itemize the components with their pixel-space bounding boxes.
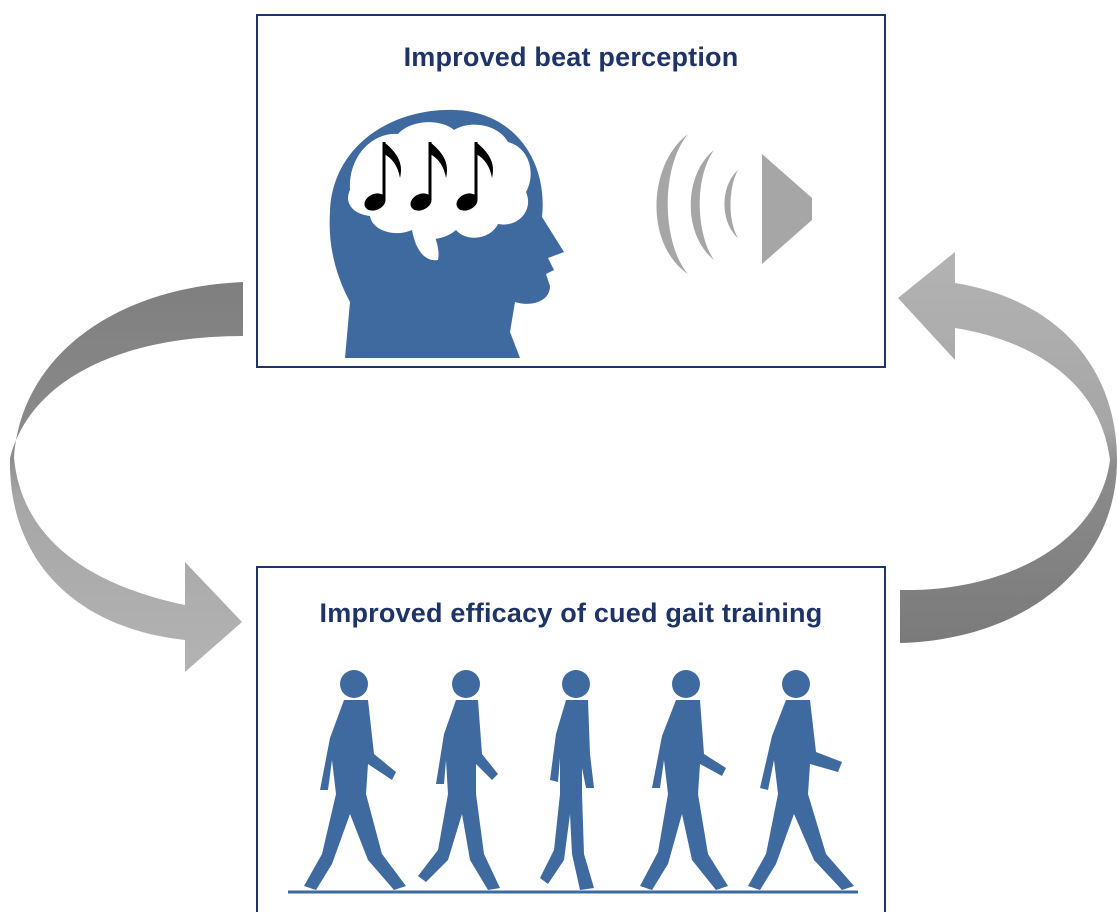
gait-training-title: Improved efficacy of cued gait training: [319, 598, 823, 628]
walking-figure-icon: [540, 670, 594, 890]
music-note-icon: [364, 142, 494, 211]
brain-icon: [348, 122, 531, 239]
head-silhouette-icon: [329, 109, 564, 359]
cycle-arrow-right-shaft: [898, 252, 1117, 643]
beat-perception-title: Improved beat perception: [403, 42, 739, 72]
walking-figure-icon: [418, 670, 500, 890]
gait-training-panel: Improved efficacy of cued gait training: [256, 566, 886, 912]
walking-figure-icon: [748, 670, 854, 890]
walking-figure-icon: [304, 670, 406, 890]
cycle-arrow-left-shaft: [9, 282, 243, 672]
beat-perception-panel: Improved beat perception: [256, 14, 886, 368]
walking-sequence: [288, 670, 858, 894]
walking-figure-icon: [640, 670, 728, 890]
speaker-sound-icon: [656, 134, 812, 274]
